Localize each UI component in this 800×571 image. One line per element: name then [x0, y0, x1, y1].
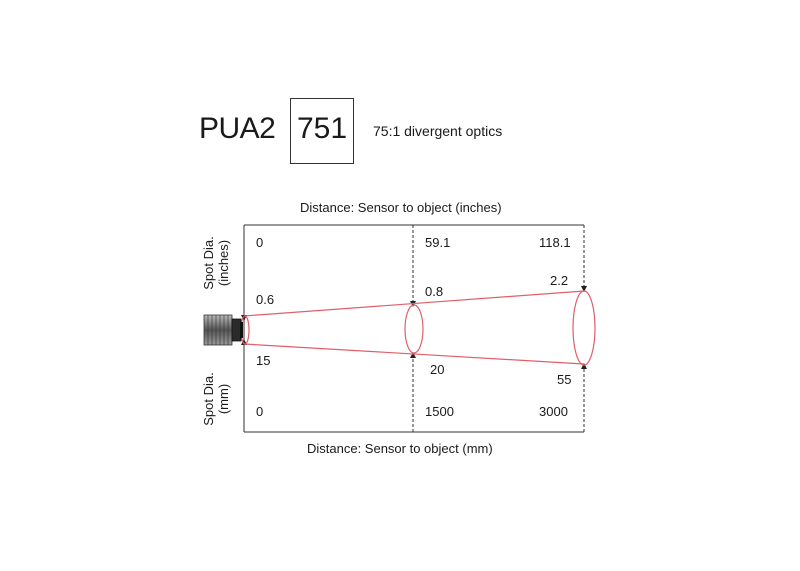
bottom-axis-title: Distance: Sensor to object (mm) — [307, 441, 493, 456]
bottom-spot-0: 15 — [256, 353, 271, 368]
beam-lower-edge — [243, 343, 585, 365]
beam-mid-ellipse — [404, 304, 424, 354]
bottom-distance-1: 1500 — [425, 404, 454, 419]
bottom-spot-2: 55 — [557, 372, 572, 387]
bottom-distance-2: 3000 — [539, 404, 568, 419]
bottom-distance-0: 0 — [256, 404, 264, 419]
bottom-spot-1: 20 — [430, 362, 445, 377]
optics-code: 751 — [296, 112, 348, 145]
model-name: PUA2 — [199, 112, 276, 145]
top-spot-2: 2.2 — [550, 273, 569, 288]
sensor-head — [203, 314, 243, 346]
beam-end-ellipse — [572, 290, 596, 366]
top-distance-0: 0 — [256, 235, 264, 250]
top-spot-0: 0.6 — [256, 292, 275, 307]
top-distance-1: 59.1 — [425, 235, 451, 250]
code-box — [290, 98, 354, 164]
optics-description: 75:1 divergent optics — [373, 123, 503, 139]
top-spot-1: 0.8 — [425, 284, 444, 299]
top-distance-2: 118.1 — [539, 235, 571, 250]
beam-upper-edge — [243, 290, 585, 317]
top-axis-title: Distance: Sensor to object (inches) — [300, 200, 502, 215]
